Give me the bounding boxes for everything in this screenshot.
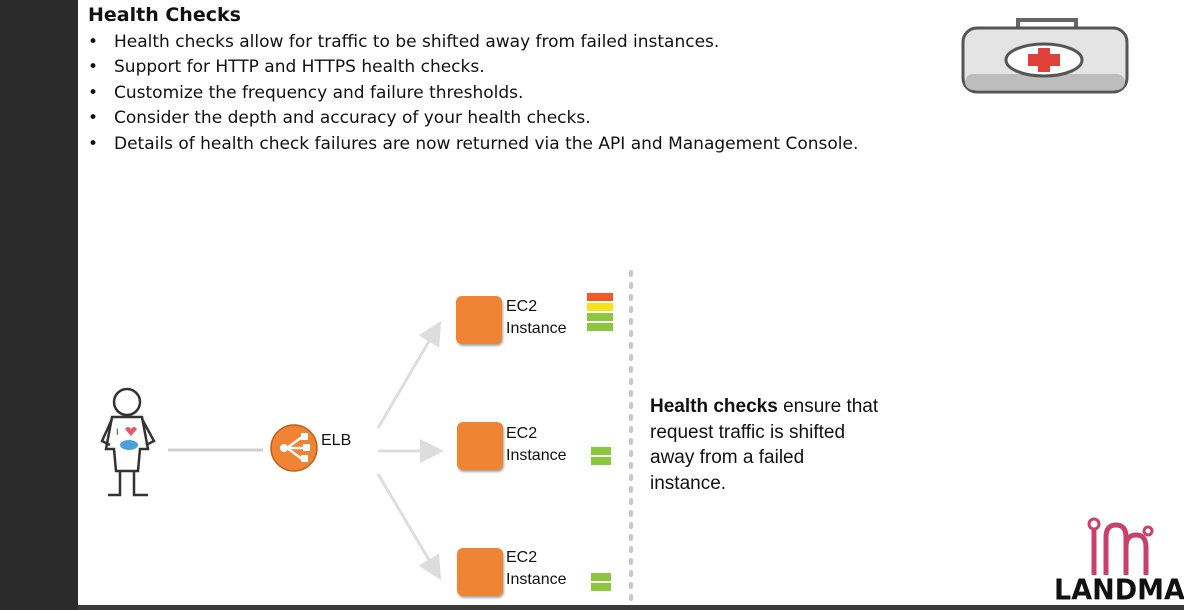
bullet-list: Health checks allow for traffic to be sh… <box>88 31 858 158</box>
ec2-instance-icon <box>456 296 502 344</box>
status-bar <box>587 323 613 331</box>
user-shirt-text: I <box>116 427 119 437</box>
ec2-instance-icon <box>457 548 503 596</box>
status-bar <box>587 293 613 301</box>
elb-label: ELB <box>321 432 352 449</box>
bullet-item: Support for HTTP and HTTPS health checks… <box>88 56 858 81</box>
landmark-logo-icon <box>1087 517 1154 575</box>
bullet-item: Health checks allow for traffic to be sh… <box>88 31 858 56</box>
bullet-item: Customize the frequency and failure thre… <box>88 82 858 107</box>
bottom-bar <box>78 605 1184 610</box>
elb-icon <box>270 424 318 472</box>
slide: Health Checks Health checks allow for tr… <box>78 0 1184 605</box>
status-bar <box>591 447 611 455</box>
status-bar <box>591 573 611 581</box>
callout-rest: ensure that request traffic is shifted a… <box>650 396 879 494</box>
bullet-item: Consider the depth and accuracy of your … <box>88 107 858 132</box>
status-bar <box>591 583 611 591</box>
user-figure-icon: I <box>100 387 156 497</box>
status-bar <box>587 303 613 311</box>
bullet-item: Details of health check failures are now… <box>88 133 858 158</box>
health-status-indicator <box>591 573 611 593</box>
status-bar <box>587 313 613 321</box>
slide-title: Health Checks <box>88 4 241 26</box>
health-status-indicator <box>587 293 613 333</box>
first-aid-kit-icon <box>961 18 1129 94</box>
health-status-indicator <box>591 447 611 467</box>
status-bar <box>591 457 611 465</box>
diagram-connectors <box>168 270 633 602</box>
callout-text: Health checks ensure that request traffi… <box>650 394 880 496</box>
logo-text: LANDMAR <box>1054 574 1184 605</box>
callout-bold: Health checks <box>650 396 778 417</box>
ec2-instance-icon <box>457 422 503 470</box>
